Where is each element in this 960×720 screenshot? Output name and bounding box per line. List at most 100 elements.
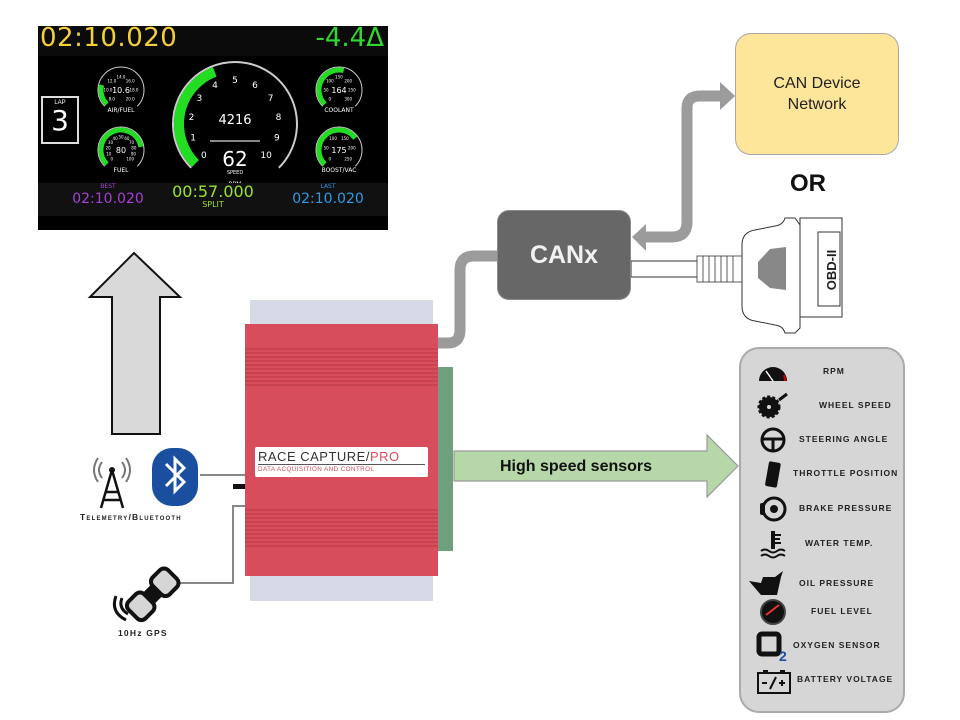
boost-tick-label: 200 [348, 145, 356, 150]
coolant-tick-label: 0 [329, 97, 332, 102]
split-value: 00:57.000 [172, 182, 254, 201]
telemetry-label: Telemetry/Bluetooth [80, 512, 182, 522]
rpm-tick-label: 10 [260, 151, 272, 161]
steering-wheel-icon [755, 425, 791, 455]
coolant-tick-label: 50 [323, 88, 329, 93]
sensors-panel: RPM WHEEL SPEED STEERING ANGLE THROTTLE POS… [739, 347, 905, 713]
boost-value: 175 [331, 146, 346, 155]
rpm-tick-label: 3 [197, 94, 203, 104]
gps-label: 10Hz GPS [118, 628, 168, 638]
air_fuel-tick-label: 20.0 [126, 97, 135, 102]
sensor-label: FUEL LEVEL [811, 606, 873, 616]
racecapture-canx-cable [433, 250, 497, 349]
or-label: OR [790, 170, 826, 197]
can-device-network-node: CAN Device Network [735, 33, 899, 155]
fuel-tick-label: 90 [131, 152, 137, 157]
throttle-pedal-icon [755, 459, 791, 489]
boost-gauge-fill [316, 127, 358, 166]
rpm-gauge-fill [174, 67, 217, 168]
sensor-item: WATER TEMP. [741, 529, 907, 559]
high-speed-sensors-arrow [453, 433, 739, 499]
speed-value: 62 [222, 147, 247, 171]
canx-network-link [642, 90, 722, 243]
fuel-tick-label: 80 [131, 145, 137, 150]
fuel-tick-label: 20 [106, 145, 112, 150]
rpm-tick-label: 4 [212, 81, 218, 91]
gauge-cluster: 8.010.012.014.016.018.020.010.6AIR/FUEL0… [97, 61, 363, 186]
brake-icon [755, 494, 791, 524]
heatsink-ribs-bottom [245, 509, 438, 549]
sensor-item: THROTTLE POSITION [741, 459, 907, 489]
rpm-tick-label: 1 [190, 134, 196, 144]
air_fuel-tick-label: 14.0 [117, 75, 126, 80]
obd-strain-relief [696, 255, 743, 283]
air_fuel-tick-label: 16.0 [126, 78, 135, 83]
sensor-label: THROTTLE POSITION [793, 468, 899, 478]
best-value: 02:10.020 [72, 191, 144, 207]
wheel-speed-icon [755, 391, 791, 421]
air_fuel-tick-label: 8.0 [109, 97, 116, 102]
fuel-tick-label: 60 [124, 136, 130, 141]
sensor-label: WATER TEMP. [805, 538, 874, 548]
fuel-label: FUEL [114, 167, 130, 174]
coolant-tick-label: 250 [348, 88, 356, 93]
coolant-tick-label: 300 [344, 97, 352, 102]
sensor-label: BRAKE PRESSURE [799, 503, 893, 513]
lap-label: LAP [54, 100, 66, 106]
bluetooth-icon [152, 448, 198, 506]
coolant-label: COOLANT [324, 107, 354, 114]
lap-number: 3 [51, 104, 69, 137]
rpm-tick-label: 8 [276, 113, 282, 123]
obd-connector-icon [741, 217, 843, 334]
speed-label: SPEED [227, 170, 244, 176]
sensor-label: RPM [823, 366, 845, 376]
boost-tick-label: 0 [329, 157, 332, 162]
oil-can-icon [747, 569, 783, 599]
rpm-tick-label: 5 [232, 76, 238, 86]
racecapture-brand: RACE CAPTURE/ [258, 449, 370, 464]
timing-bar: BEST 02:10.020 00:57.000 SPLIT LAST 02:1… [38, 183, 388, 216]
last-lap: LAST 02:10.020 [278, 183, 378, 207]
sensor-label: OIL PRESSURE [799, 578, 875, 588]
upload-to-dashboard-arrow [87, 251, 183, 435]
fuel-tick-label: 0 [111, 157, 114, 162]
wire-connector [233, 484, 245, 489]
sensor-item: BRAKE PRESSURE [741, 494, 907, 524]
boost-label: BOOST/VAC [322, 167, 357, 174]
lap-delta: -4.4Δ [315, 26, 384, 53]
coolant-value: 164 [331, 86, 346, 95]
split-time: 00:57.000 SPLIT [163, 183, 263, 209]
fuel-tick-label: 70 [129, 140, 135, 145]
racecapture-pro: PRO [369, 449, 400, 464]
best-lap: BEST 02:10.020 [58, 183, 158, 207]
last-value: 02:10.020 [292, 191, 364, 207]
sensor-item: WHEEL SPEED [741, 391, 907, 421]
water-temp-icon [755, 529, 791, 559]
racecapture-endcap-bottom [250, 575, 433, 601]
boost-tick-label: 150 [341, 136, 349, 141]
lap-counter: LAP 3 [41, 96, 79, 144]
sensor-label: STEERING ANGLE [799, 434, 889, 444]
telemetry-tower-icon [93, 457, 131, 509]
can-network-line1: CAN Device [773, 75, 861, 92]
boost-gauge-rim [315, 126, 363, 167]
fuel-gauge-icon [755, 597, 791, 627]
lap-time: 02:10.020 [40, 26, 178, 53]
canx-node: CANx [497, 210, 631, 300]
racecapture-logo: RACE CAPTURE/PRO DATA ACQUISITION AND CO… [255, 447, 428, 477]
sensor-label: OXYGEN SENSOR [793, 640, 881, 650]
air_fuel-gauge-fill [98, 84, 109, 106]
coolant-tick-label: 200 [344, 78, 352, 83]
arrowhead-to-network [720, 82, 735, 110]
sensor-item: OIL PRESSURE [741, 569, 907, 599]
boost-tick-label: 50 [324, 145, 330, 150]
gps-signal-icon [119, 597, 129, 616]
heatsink-ribs-top [245, 348, 438, 388]
coolant-gauge-rim [315, 66, 363, 107]
sensor-item: BATTERY VOLTAGE [741, 665, 907, 695]
split-label: SPLIT [202, 200, 224, 209]
coolant-tick-label: 150 [335, 75, 343, 80]
